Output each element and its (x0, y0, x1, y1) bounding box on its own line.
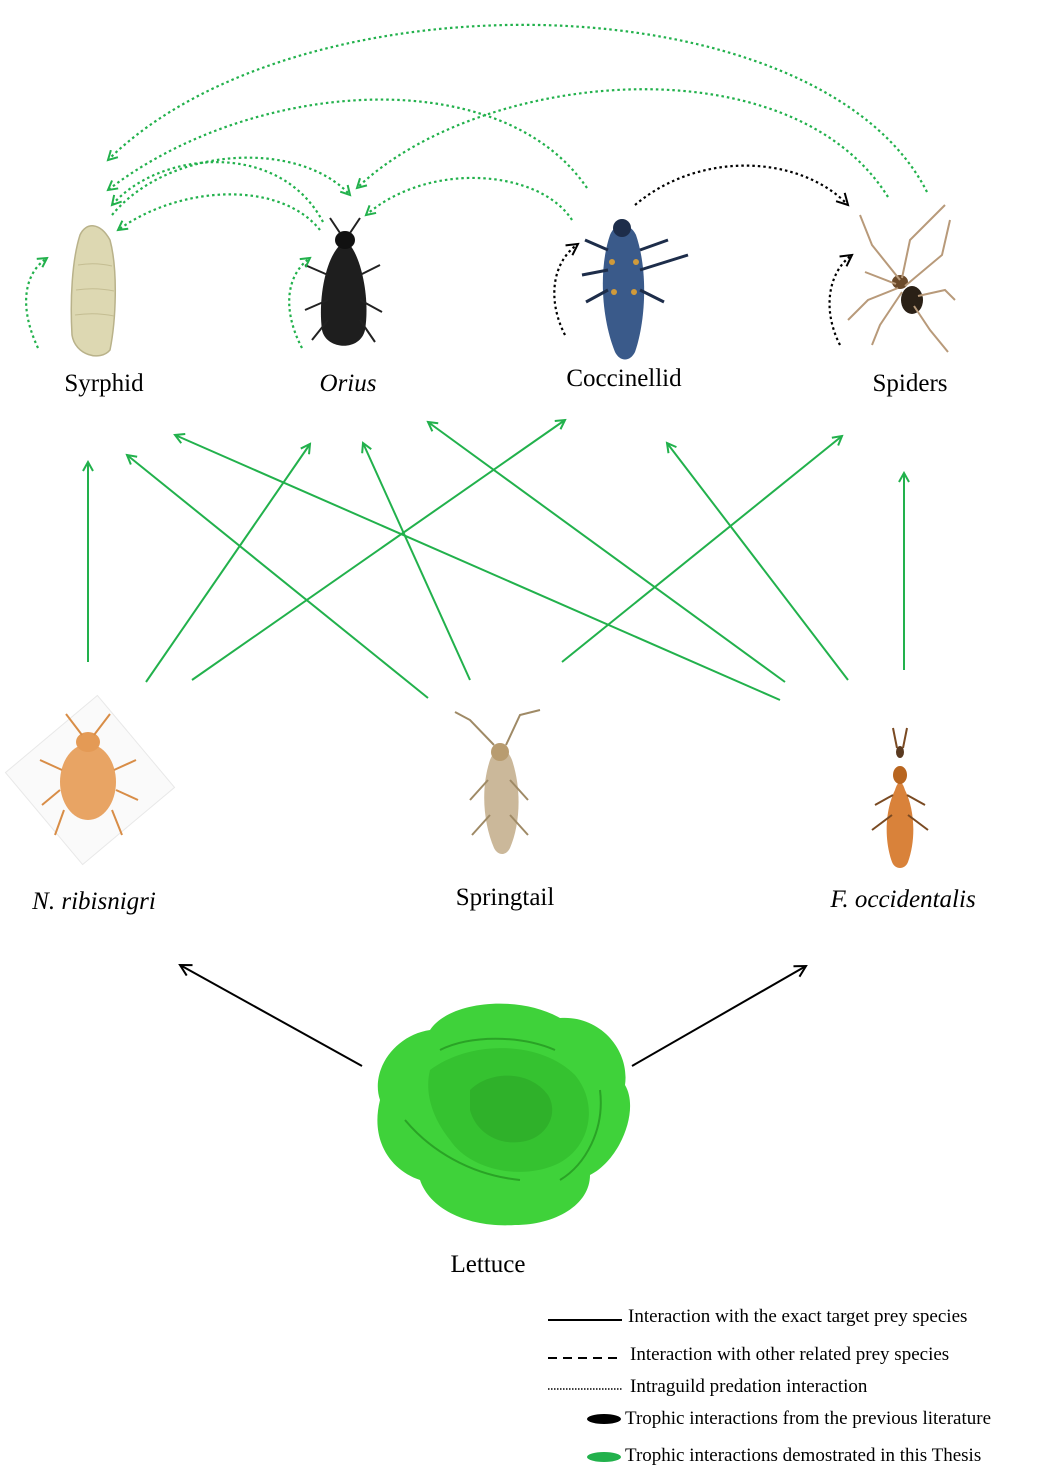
spider-image (848, 205, 955, 352)
arrow-lettuce-focc (632, 966, 806, 1066)
prey-predator-arrows (88, 420, 904, 700)
legend-black-ellipse (587, 1414, 621, 1424)
label-lettuce: Lettuce (451, 1251, 526, 1279)
label-n-ribisnigri: N. ribisnigri (32, 888, 156, 916)
n-ribisnigri-aphid-image (5, 695, 174, 864)
coccinellid-larva-image (582, 219, 688, 360)
igp-coccinellid-to-spiders (635, 166, 848, 205)
legend-black-label: Trophic interactions from the previous l… (625, 1408, 991, 1430)
lettuce-image (377, 1004, 630, 1226)
arrow-lettuce-nribisnigri (180, 965, 362, 1066)
igp-spiders-to-syrphid (108, 25, 927, 192)
arrow-focc-coccinellid (428, 422, 785, 682)
label-coccinellid: Coccinellid (566, 365, 681, 393)
igp-spiders-self (830, 255, 852, 345)
f-occidentalis-thrips-image (872, 728, 928, 868)
arrow-nribisnigri-orius (146, 444, 310, 682)
legend-symbols (548, 1320, 622, 1462)
legend-dotted-label: Intraguild predation interaction (630, 1376, 867, 1398)
legend-dashed-label: Interaction with other related prey spec… (630, 1344, 949, 1366)
legend-green-label: Trophic interactions demostrated in this… (625, 1445, 981, 1467)
igp-coccinellid-self (554, 244, 578, 335)
label-orius: Orius (320, 370, 377, 398)
orius-bug-image (305, 218, 382, 346)
arrow-springtail-orius (363, 443, 470, 680)
igp-spiders-to-orius (357, 89, 888, 197)
springtail-image (455, 710, 540, 854)
igp-orius-self (289, 258, 310, 348)
arrow-focc-orius-alt (667, 443, 848, 680)
igp-orius-to-syrphid-lower (118, 194, 320, 230)
legend-green-ellipse (587, 1452, 621, 1462)
label-syrphid: Syrphid (64, 370, 143, 398)
igp-orius-to-syrphid (112, 162, 323, 222)
label-spiders: Spiders (873, 370, 948, 398)
igp-syrphid-self (26, 258, 47, 348)
arrow-nribisnigri-coccinellid (192, 420, 565, 680)
label-f-occidentalis: F. occidentalis (830, 886, 975, 914)
label-springtail: Springtail (456, 884, 555, 912)
igp-coccinellid-to-orius (366, 178, 572, 220)
syrphid-larva-image (71, 226, 115, 356)
legend-solid-label: Interaction with the exact target prey s… (628, 1306, 967, 1328)
igp-coccinellid-to-syrphid (108, 100, 587, 190)
intraguild-arcs (26, 25, 927, 348)
